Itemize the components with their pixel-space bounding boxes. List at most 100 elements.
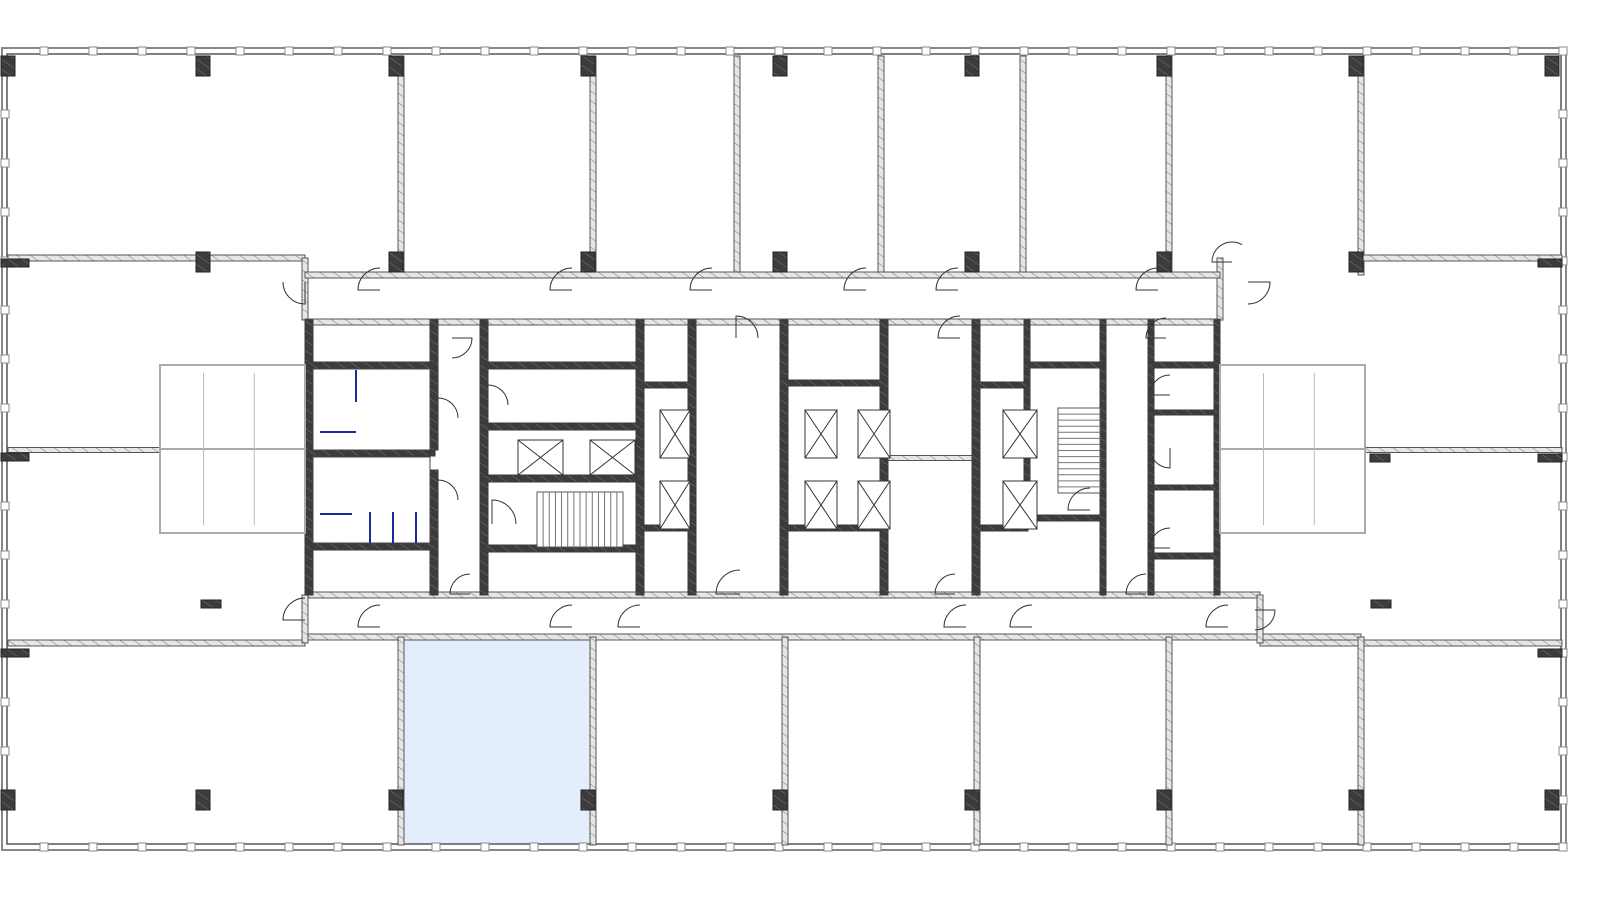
door-swing — [1205, 604, 1229, 628]
window-mullion — [1460, 46, 1470, 56]
window-mullion — [0, 354, 10, 364]
door-swing — [1009, 604, 1033, 628]
window-mullion — [137, 842, 147, 852]
restroom — [312, 368, 431, 451]
window-mullion — [88, 46, 98, 56]
core-wall — [479, 361, 641, 370]
window-mullion — [1166, 46, 1176, 56]
door-swing — [357, 267, 381, 291]
structural-column — [195, 55, 211, 77]
window-mullion — [0, 158, 10, 168]
core-wall — [971, 381, 1029, 389]
door-swing — [715, 569, 741, 595]
room-partition — [1357, 636, 1365, 846]
window-mullion — [0, 550, 10, 560]
core-wall — [1147, 409, 1219, 416]
corridor-wall — [1256, 594, 1264, 644]
window-mullion — [1558, 403, 1568, 413]
structural-column — [0, 452, 30, 462]
window-mullion — [186, 46, 196, 56]
room-partition — [973, 636, 981, 846]
structural-column — [0, 55, 16, 77]
structural-column — [0, 648, 30, 658]
elevator-cross-icon — [517, 439, 564, 476]
window-mullion — [529, 46, 539, 56]
door-swing — [437, 479, 459, 501]
room-partition — [1165, 636, 1173, 846]
room-partition — [7, 447, 161, 453]
corridor-wall — [301, 594, 309, 644]
structural-column — [964, 251, 980, 273]
elevator-cross-icon — [804, 480, 838, 530]
window-mullion — [1019, 842, 1029, 852]
structural-column — [0, 258, 30, 268]
core-wall — [639, 381, 693, 389]
window-mullion — [1558, 46, 1568, 56]
window-mullion — [529, 842, 539, 852]
door-swing — [937, 315, 961, 339]
structural-column — [388, 251, 404, 273]
window-mullion — [39, 842, 49, 852]
window-mullion — [578, 842, 588, 852]
core-wall — [779, 379, 885, 387]
window-mullion — [921, 46, 931, 56]
core-wall — [304, 361, 436, 370]
core-wall — [1147, 484, 1219, 491]
window-mullion — [382, 46, 392, 56]
restroom — [312, 456, 431, 544]
core-wall — [971, 319, 981, 596]
corridor-wall — [304, 271, 1221, 279]
door-swing — [1247, 281, 1271, 305]
window-mullion — [1558, 746, 1568, 756]
exterior-wall-outer — [1, 47, 1567, 851]
structural-column — [388, 789, 404, 811]
bottom-room-2 — [402, 640, 590, 843]
window-mullion — [0, 697, 10, 707]
door-swing — [1145, 317, 1167, 339]
door-swing — [1125, 573, 1147, 595]
core-wall — [429, 319, 439, 451]
door-swing — [1254, 609, 1276, 631]
door-swing — [843, 267, 867, 291]
core-wall — [1147, 552, 1219, 560]
window-mullion — [284, 842, 294, 852]
door-swing — [549, 604, 573, 628]
window-mullion — [774, 842, 784, 852]
window-mullion — [1068, 842, 1078, 852]
structural-column — [388, 55, 404, 77]
structural-column — [580, 251, 596, 273]
window-mullion — [284, 46, 294, 56]
window-mullion — [1509, 842, 1519, 852]
window-mullion — [872, 46, 882, 56]
window-mullion — [480, 842, 490, 852]
elevator-cross-icon — [589, 439, 636, 476]
window-mullion — [0, 207, 10, 217]
elevator-cross-icon — [857, 480, 891, 530]
elevator-cross-icon — [1002, 409, 1038, 459]
window-mullion — [382, 842, 392, 852]
door-swing — [689, 267, 713, 291]
door-swing — [357, 604, 381, 628]
window-mullion — [1558, 842, 1568, 852]
window-mullion — [0, 109, 10, 119]
window-mullion — [1215, 46, 1225, 56]
window-mullion — [186, 842, 196, 852]
room-partition — [1357, 55, 1365, 276]
window-mullion — [1411, 842, 1421, 852]
room-partition — [397, 636, 405, 846]
room-partition — [7, 639, 306, 647]
structural-column — [580, 55, 596, 77]
structural-column — [1370, 599, 1392, 609]
core-wall — [779, 319, 789, 596]
window-mullion — [725, 46, 735, 56]
corridor-wall — [1216, 257, 1224, 321]
structural-column — [1537, 453, 1563, 463]
structural-column — [0, 789, 16, 811]
window-mullion — [627, 842, 637, 852]
room-partition — [733, 55, 741, 276]
window-mullion — [235, 46, 245, 56]
elevator-cross-icon — [659, 480, 691, 530]
window-mullion — [1362, 46, 1372, 56]
window-mullion — [676, 842, 686, 852]
